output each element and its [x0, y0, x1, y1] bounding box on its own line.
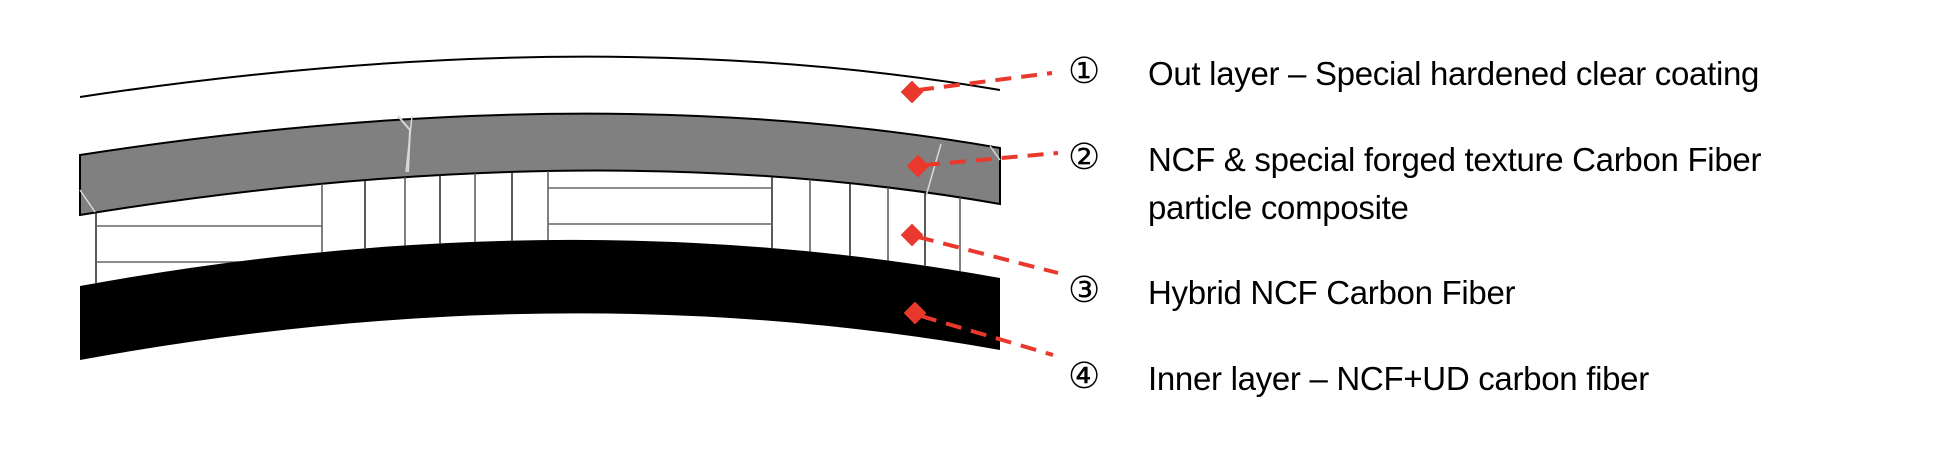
legend-item-2: ② NCF & special forged texture Carbon Fi…: [1068, 136, 1848, 232]
callout-3-leader: [917, 235, 1059, 275]
forged-layer-seam: [405, 115, 413, 173]
legend-item-1: ① Out layer – Special hardened clear coa…: [1068, 50, 1848, 98]
legend-label-3: Hybrid NCF Carbon Fiber: [1148, 274, 1516, 311]
circled-number-2: ②: [1068, 137, 1101, 178]
circled-number-1: ①: [1068, 51, 1101, 92]
legend-label-2-line1: NCF & special forged texture Carbon Fibe…: [1148, 141, 1762, 178]
legend-label-1: Out layer – Special hardened clear coati…: [1148, 55, 1760, 92]
callout-2-leader: [923, 151, 1059, 167]
forged-layer-seam: [925, 143, 942, 197]
hybrid-ncf-layer: [95, 171, 961, 284]
legend-label-2-line2: particle composite: [1148, 189, 1409, 226]
legend-item-3: ③ Hybrid NCF Carbon Fiber: [1068, 269, 1848, 317]
legend-item-4: ④ Inner layer – NCF+UD carbon fiber: [1068, 355, 1848, 403]
legend-label-4: Inner layer – NCF+UD carbon fiber: [1148, 360, 1649, 397]
callout-3-diamond: [900, 223, 924, 247]
inner-layer: [80, 239, 1000, 360]
callout-1-leader: [917, 71, 1053, 92]
legend-label-2: NCF & special forged texture Carbon Fibe…: [1148, 136, 1848, 232]
callout-1-diamond: [900, 80, 924, 104]
forged-layer-seam: [989, 145, 1001, 161]
circled-number-3: ③: [1068, 270, 1101, 311]
callout-4-leader: [920, 314, 1054, 357]
forged-layer-seam: [79, 189, 96, 213]
circled-number-4: ④: [1068, 356, 1101, 397]
outer-layer-outline: [79, 55, 1001, 98]
forged-carbon-layer: [79, 112, 1001, 217]
